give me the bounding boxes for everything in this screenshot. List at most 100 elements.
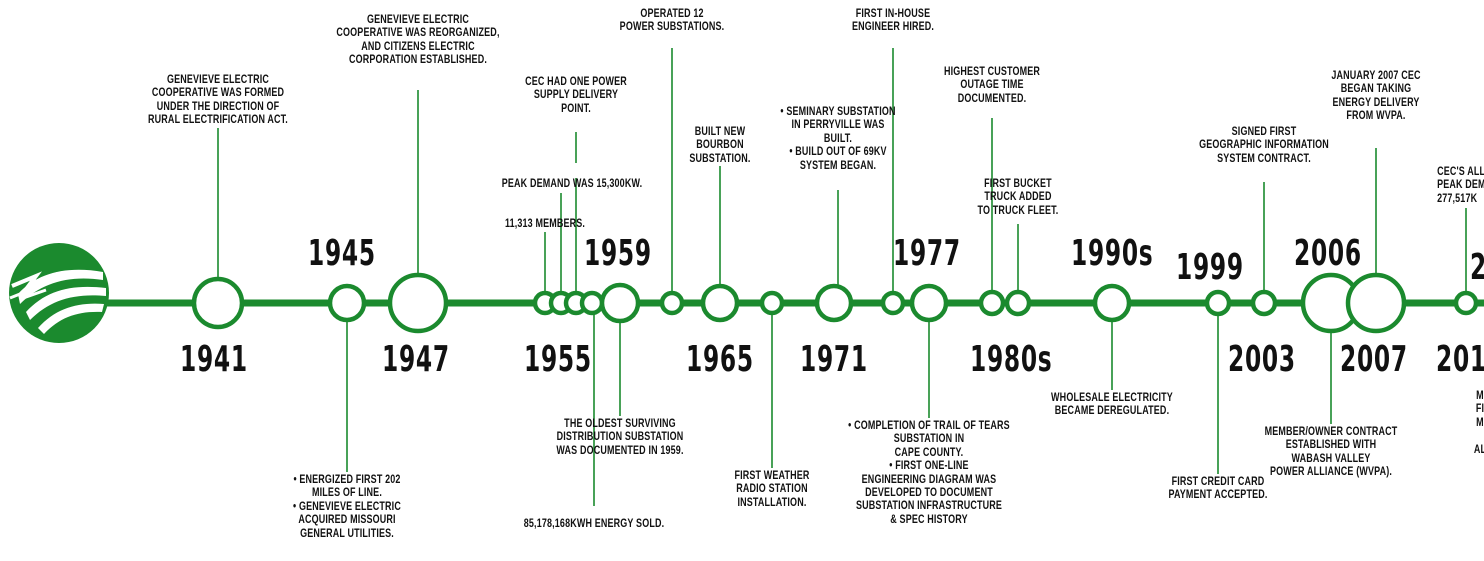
note-line: • Build out of 69kV: [789, 146, 887, 159]
year-label-1947: 1947: [382, 339, 450, 380]
note-bucket-truck: First buckettruck addedto truck fleet.: [978, 178, 1059, 218]
note-wholesale-deregulated: Wholesale electricitybecame deregulated.: [1051, 392, 1173, 419]
note-all-time-peak: CEC's all-tpeak deman277,517k: [1437, 166, 1484, 206]
note-line: substation infrastructure: [855, 500, 1003, 513]
note-line: M: [1476, 416, 1484, 429]
note-line: The oldest surviving: [564, 418, 676, 430]
note-line: • Completion of Trail of Tears: [848, 420, 1010, 432]
note-line: Cooperative was reorganized,: [336, 27, 500, 40]
note-line: • First one-line: [889, 460, 969, 473]
note-line: power substations.: [619, 21, 725, 34]
timeline-node-circle: [909, 283, 949, 323]
note-line: built.: [823, 132, 853, 145]
note-engineer-hired: First in-houseengineer hired.: [852, 8, 934, 35]
note-line: began taking: [1340, 83, 1412, 96]
year-label-1980s: 1980s: [970, 339, 1053, 380]
year-label-1941: 1941: [180, 339, 248, 380]
note-line: point.: [561, 102, 591, 115]
note-line: 85,178,168kWh energy sold.: [523, 518, 665, 530]
timeline-node-circle: [1250, 289, 1278, 317]
year-label-2003: 2003: [1228, 339, 1296, 380]
note-line: Wabash Valley: [1291, 452, 1371, 465]
year-label-1990s: 1990s: [1071, 233, 1154, 274]
note-line: FI: [1475, 403, 1484, 416]
note-line: from WVPA.: [1346, 110, 1406, 123]
note-power-supply-point: CEC had one powersupply deliverypoint.: [525, 76, 627, 116]
year-label-1999: 1999: [1176, 247, 1244, 288]
note-line: CEC's all-t: [1437, 166, 1484, 178]
note-line: First weather: [734, 470, 810, 482]
note-bourbon-substation: Built newBourbonSubstation.: [689, 126, 750, 166]
note-line: • Genevieve Electric: [293, 500, 401, 513]
note-line: developed to document: [865, 487, 993, 500]
note-line: cooperative was formed: [151, 87, 285, 100]
note-line: AL: [1473, 443, 1484, 456]
note-line: Genevieve Electric: [166, 74, 269, 86]
note-line: 11,313 members.: [504, 218, 586, 230]
note-line: Member/owner contract: [1264, 426, 1398, 438]
note-line: January 2007 CEC: [1331, 70, 1421, 82]
note-line: Power Alliance (WVPA).: [1269, 466, 1393, 479]
note-line: Operated 12: [640, 8, 704, 20]
note-line: Highest customer: [943, 66, 1041, 78]
timeline-node-circle: [1345, 272, 1407, 334]
note-trail-of-tears: • Completion of Trail of TearsSubstation…: [848, 420, 1010, 527]
note-weather-radio: First weatherradio stationinstallation.: [734, 470, 809, 510]
note-wvpa-contract: Member/owner contractestablished withWab…: [1265, 426, 1398, 480]
timeline-node-circle: [327, 283, 367, 323]
note-1941-cooperative-formed: Genevieve Electriccooperative was formed…: [148, 74, 288, 128]
note-line: Peak demand was 15,300kW.: [501, 178, 643, 190]
year-label-1965: 1965: [686, 339, 754, 380]
note-line: system contract.: [1217, 152, 1311, 165]
note-line: was documented in 1959.: [556, 444, 684, 457]
note-line: miles of line.: [312, 487, 382, 500]
timeline-node-circle: [1004, 289, 1032, 317]
note-line: to truck fleet.: [977, 204, 1059, 217]
note-outage-time: Highest customeroutage timedocumented.: [944, 66, 1040, 106]
note-line: Signed first: [1231, 126, 1297, 138]
note-line: Substation in: [893, 433, 965, 446]
note-line: [1474, 430, 1484, 443]
note-line: First in-house: [855, 8, 931, 20]
note-1947-reorganized: Genevieve ElectricCooperative was reorga…: [336, 14, 499, 68]
note-line: documented.: [957, 92, 1027, 105]
note-credit-card: First credit cardpayment accepted.: [1168, 476, 1267, 503]
note-line: General Utilities.: [300, 527, 394, 540]
timeline-node-circle: [659, 290, 685, 316]
note-members: 11,313 members.: [505, 218, 585, 231]
timeline-node-circle: [387, 272, 449, 334]
note-line: Bourbon: [696, 139, 744, 152]
cooperative-logo-icon: [8, 242, 110, 344]
note-line: radio station: [736, 483, 808, 496]
note-line: Rural Electrification Act.: [148, 114, 288, 127]
note-line: distribution substation: [556, 431, 684, 444]
note-line: payment accepted.: [1168, 489, 1268, 502]
note-line: under the direction of: [156, 100, 280, 113]
year-label-2007: 2007: [1340, 339, 1408, 380]
note-line: Substation.: [689, 152, 751, 165]
year-label-1971: 1971: [800, 339, 868, 380]
note-line: outage time: [960, 79, 1024, 92]
note-line: • Seminary Substation: [780, 106, 896, 118]
note-line: Corporation established.: [349, 54, 487, 67]
note-line: First bucket: [984, 178, 1052, 190]
timeline-node-circle: [599, 282, 641, 324]
note-line: geographic information: [1199, 139, 1329, 152]
note-line: Wholesale electricity: [1051, 392, 1173, 404]
note-line: system began.: [799, 159, 877, 172]
note-line: truck added: [984, 191, 1052, 204]
note-line: in Perryville was: [791, 119, 885, 132]
year-label-2006: 2006: [1294, 233, 1362, 274]
note-1945-energized-lines: • Energized first 202miles of line.• Gen…: [293, 474, 401, 541]
note-line: supply delivery: [533, 89, 619, 102]
year-label-20xx: 2: [1470, 250, 1484, 286]
note-line: First credit card: [1171, 476, 1265, 488]
note-jan-2007-delivery: January 2007 CECbegan takingenergy deliv…: [1331, 70, 1420, 124]
timeline-node-circle: [978, 289, 1006, 317]
timeline-node-circle: [814, 283, 854, 323]
timeline-node-circle: [759, 290, 785, 316]
note-line: & SPEC history: [890, 513, 968, 526]
note-line: installation.: [737, 496, 807, 509]
